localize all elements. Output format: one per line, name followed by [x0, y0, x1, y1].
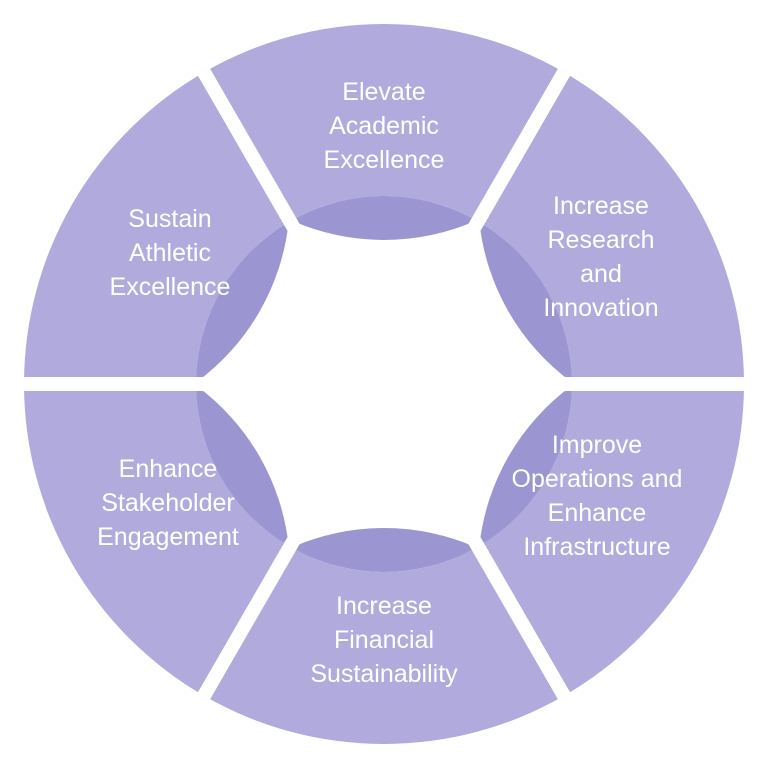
segment-band	[204, 23, 564, 222]
label-line: Sustainability	[310, 660, 458, 688]
segment-band	[204, 546, 564, 745]
segment-divider	[377, 65, 573, 388]
label-line: and	[580, 260, 622, 288]
segment-band	[24, 384, 290, 696]
segment-inner-lens	[291, 528, 477, 573]
label-line: Innovation	[543, 294, 659, 322]
segment-label-financial: Increase Financial Sustainability	[264, 589, 504, 691]
segment-inner-lens	[196, 385, 289, 547]
label-line: Excellence	[109, 273, 231, 301]
segment-research	[478, 72, 744, 384]
segment-label-research: Increase Research and Innovation	[481, 189, 721, 325]
segment-inner-lens	[479, 385, 572, 547]
label-line: Increase	[336, 592, 432, 620]
segment-divider	[195, 65, 391, 388]
segment-inner-lens	[479, 221, 572, 383]
label-line: Infrastructure	[523, 533, 671, 561]
label-line: Stakeholder	[101, 489, 235, 517]
segment-label-academic: Elevate Academic Excellence	[264, 75, 504, 177]
label-line: Engagement	[97, 523, 239, 551]
segment-financial	[204, 528, 564, 745]
label-line: Financial	[333, 626, 435, 654]
label-line: Academic	[329, 112, 439, 140]
label-line: Increase	[553, 192, 649, 220]
label-line: Enhance	[118, 455, 218, 483]
segment-stakeholder	[24, 384, 290, 696]
segment-inner-lens	[291, 196, 477, 240]
segment-divider	[377, 380, 573, 703]
segment-band	[478, 384, 744, 696]
segment-band	[24, 72, 290, 384]
label-line: Sustain	[128, 205, 212, 233]
label-line: Excellence	[323, 146, 445, 174]
label-line: Improve	[551, 431, 643, 459]
segment-label-stakeholder: Enhance Stakeholder Engagement	[48, 452, 288, 554]
segment-academic	[204, 23, 564, 240]
segment-label-operations: Improve Operations and Enhance Infrastru…	[477, 428, 717, 564]
segment-athletic	[24, 72, 290, 384]
label-line: Enhance	[547, 499, 647, 527]
segment-label-athletic: Sustain Athletic Excellence	[50, 202, 290, 304]
label-line: Research	[547, 226, 655, 254]
segment-inner-lens	[196, 221, 289, 383]
segment-divider	[195, 380, 391, 703]
label-line: Athletic	[129, 239, 211, 267]
label-line: Elevate	[342, 78, 426, 106]
label-line: Operations and	[511, 465, 683, 493]
segment-band	[478, 72, 744, 384]
segment-operations	[478, 384, 744, 696]
